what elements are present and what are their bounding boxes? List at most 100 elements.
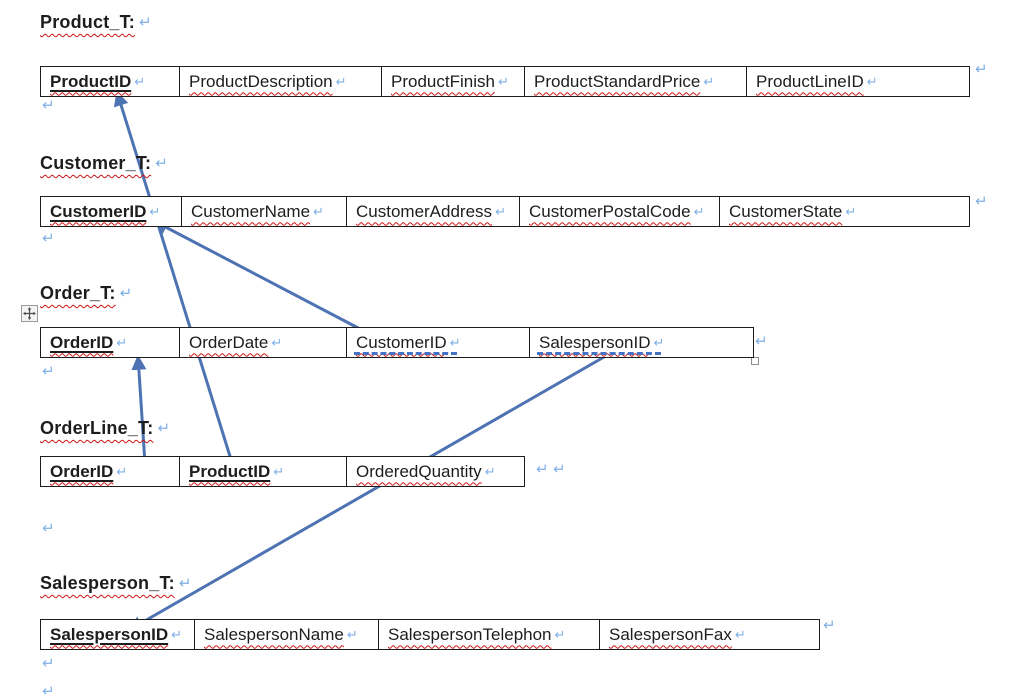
table-heading-text: OrderLine_T: bbox=[40, 418, 154, 438]
format-flagged-label: CustomerID bbox=[356, 332, 447, 352]
column-label: CustomerName bbox=[191, 201, 311, 221]
column-label: CustomerID bbox=[356, 333, 447, 353]
paragraph-mark-icon: ↵ bbox=[42, 520, 55, 537]
column-label: OrderID bbox=[50, 333, 113, 353]
pilcrow-mark-icon: ↵ bbox=[134, 73, 146, 89]
pilcrow-mark-icon: ↵ bbox=[157, 420, 171, 437]
schema-table-order-t: OrderID↵OrderDate↵CustomerID↵Salesperson… bbox=[40, 327, 754, 358]
cell-order-t-orderid[interactable]: OrderID↵ bbox=[41, 328, 179, 357]
cell-customer-t-customerid[interactable]: CustomerID↵ bbox=[41, 197, 181, 226]
pilcrow-mark-icon: ↵ bbox=[734, 626, 746, 642]
table-heading-orderline-t[interactable]: OrderLine_T:↵ bbox=[40, 418, 170, 439]
paragraph-mark-icon: ↵ bbox=[42, 363, 55, 380]
pilcrow-mark-icon: ↵ bbox=[495, 203, 506, 219]
fk-arrow-3[interactable] bbox=[127, 355, 605, 632]
table-resize-handle[interactable] bbox=[751, 357, 759, 365]
cell-salesperson-t-salespersonfax[interactable]: SalespersonFax↵ bbox=[599, 620, 819, 649]
paragraph-mark-icon: ↵ bbox=[42, 655, 55, 672]
table-heading-customer-t[interactable]: Customer_T:↵ bbox=[40, 153, 168, 174]
primary-key-label: OrderID bbox=[50, 332, 114, 352]
fk-arrow-2[interactable] bbox=[131, 354, 147, 465]
cell-orderline-t-orderid[interactable]: OrderID↵ bbox=[41, 457, 179, 486]
pilcrow-mark-icon: ↵ bbox=[139, 14, 152, 31]
pilcrow-mark-icon: ↵ bbox=[484, 463, 496, 479]
paragraph-mark-icon: ↵ bbox=[975, 61, 988, 78]
column-label: SalespersonID bbox=[50, 625, 168, 645]
cell-customer-t-customername[interactable]: CustomerName↵ bbox=[181, 197, 346, 226]
pilcrow-mark-icon: ↵ bbox=[273, 463, 285, 479]
cell-salesperson-t-salespersontelephon[interactable]: SalespersonTelephon↵ bbox=[378, 620, 599, 649]
paragraph-mark-icon: ↵ bbox=[42, 97, 55, 114]
pilcrow-mark-icon: ↵ bbox=[449, 334, 461, 350]
cell-orderline-t-orderedquantity[interactable]: OrderedQuantity↵ bbox=[346, 457, 524, 486]
cell-orderline-t-productid[interactable]: ProductID↵ bbox=[179, 457, 346, 486]
pilcrow-mark-icon: ↵ bbox=[271, 334, 283, 350]
cell-product-t-productid[interactable]: ProductID↵ bbox=[41, 67, 179, 96]
cell-product-t-productlineid[interactable]: ProductLineID↵ bbox=[746, 67, 969, 96]
column-label: CustomerState bbox=[729, 201, 843, 221]
pilcrow-mark-icon: ↵ bbox=[653, 334, 665, 350]
column-label: ProductDescription bbox=[189, 71, 333, 91]
pilcrow-mark-icon: ↵ bbox=[866, 73, 878, 89]
paragraph-mark-icon: ↵ bbox=[536, 461, 549, 478]
column-label: SalespersonName bbox=[204, 624, 344, 644]
table-move-handle-icon[interactable] bbox=[21, 305, 38, 322]
pilcrow-mark-icon: ↵ bbox=[178, 575, 192, 592]
table-heading-order-t[interactable]: Order_T:↵ bbox=[40, 283, 132, 304]
table-heading-text: Customer_T: bbox=[40, 153, 152, 173]
column-label: SalespersonTelephon bbox=[388, 624, 552, 644]
table-heading-text: Salesperson_T: bbox=[40, 573, 175, 593]
cell-product-t-productstandardprice[interactable]: ProductStandardPrice↵ bbox=[524, 67, 746, 96]
primary-key-label: OrderID bbox=[50, 461, 114, 481]
pilcrow-mark-icon: ↵ bbox=[116, 334, 128, 350]
column-label: CustomerAddress bbox=[356, 201, 493, 221]
column-label: OrderID bbox=[50, 462, 113, 482]
primary-key-label: SalespersonID bbox=[50, 624, 169, 644]
table-heading-product-t[interactable]: Product_T:↵ bbox=[40, 12, 152, 33]
cell-salesperson-t-salespersonname[interactable]: SalespersonName↵ bbox=[194, 620, 378, 649]
fk-arrow-0[interactable] bbox=[113, 90, 235, 467]
schema-table-product-t: ProductID↵ProductDescription↵ProductFini… bbox=[40, 66, 970, 97]
pilcrow-mark-icon: ↵ bbox=[116, 463, 128, 479]
paragraph-mark-icon: ↵ bbox=[553, 461, 566, 478]
schema-table-salesperson-t: SalespersonID↵SalespersonName↵Salesperso… bbox=[40, 619, 820, 650]
cell-product-t-productdescription[interactable]: ProductDescription↵ bbox=[179, 67, 381, 96]
column-label: SalespersonFax bbox=[609, 624, 732, 644]
column-label: ProductLineID bbox=[756, 71, 864, 91]
table-heading-text: Order_T: bbox=[40, 283, 116, 303]
paragraph-mark-icon: ↵ bbox=[975, 193, 988, 210]
paragraph-mark-icon: ↵ bbox=[42, 230, 55, 247]
paragraph-mark-icon: ↵ bbox=[755, 333, 768, 350]
column-label: ProductStandardPrice bbox=[534, 71, 701, 91]
cell-customer-t-customerpostalcode[interactable]: CustomerPostalCode↵ bbox=[519, 197, 719, 226]
table-heading-text: Product_T: bbox=[40, 12, 136, 32]
pilcrow-mark-icon: ↵ bbox=[845, 203, 857, 219]
cell-customer-t-customerstate[interactable]: CustomerState↵ bbox=[719, 197, 969, 226]
pilcrow-mark-icon: ↵ bbox=[335, 73, 347, 89]
pilcrow-mark-icon: ↵ bbox=[313, 203, 324, 219]
pilcrow-mark-icon: ↵ bbox=[155, 155, 169, 172]
cell-product-t-productfinish[interactable]: ProductFinish↵ bbox=[381, 67, 524, 96]
pilcrow-mark-icon: ↵ bbox=[703, 73, 715, 89]
column-label: OrderDate bbox=[189, 332, 269, 352]
fk-arrow-1[interactable] bbox=[152, 219, 363, 332]
cell-customer-t-customeraddress[interactable]: CustomerAddress↵ bbox=[346, 197, 519, 226]
column-label: OrderedQuantity bbox=[356, 461, 482, 481]
column-label: SalespersonID bbox=[539, 333, 651, 353]
primary-key-label: ProductID bbox=[50, 71, 132, 91]
cell-order-t-customerid[interactable]: CustomerID↵ bbox=[346, 328, 529, 357]
pilcrow-mark-icon: ↵ bbox=[693, 203, 705, 219]
paragraph-mark-icon: ↵ bbox=[823, 617, 836, 634]
column-label: ProductFinish bbox=[391, 71, 495, 91]
primary-key-label: ProductID bbox=[189, 461, 271, 481]
pilcrow-mark-icon: ↵ bbox=[346, 626, 358, 642]
table-heading-salesperson-t[interactable]: Salesperson_T:↵ bbox=[40, 573, 192, 594]
cell-order-t-salespersonid[interactable]: SalespersonID↵ bbox=[529, 328, 753, 357]
pilcrow-mark-icon: ↵ bbox=[497, 73, 509, 89]
pilcrow-mark-icon: ↵ bbox=[554, 626, 566, 642]
paragraph-mark-icon: ↵ bbox=[42, 683, 55, 700]
schema-table-orderline-t: OrderID↵ProductID↵OrderedQuantity↵ bbox=[40, 456, 525, 487]
cell-order-t-orderdate[interactable]: OrderDate↵ bbox=[179, 328, 346, 357]
cell-salesperson-t-salespersonid[interactable]: SalespersonID↵ bbox=[41, 620, 194, 649]
